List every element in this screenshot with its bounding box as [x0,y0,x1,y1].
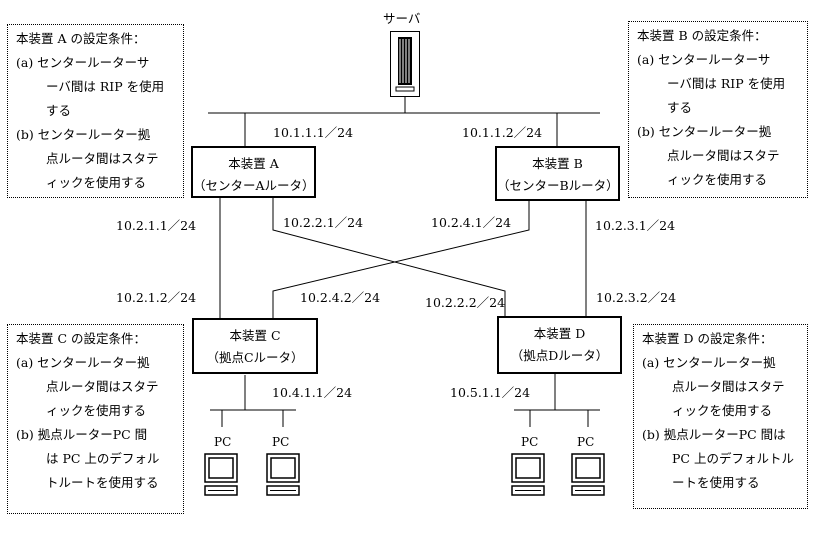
pc-label: PC [521,435,539,449]
server-label: サーバ [383,11,421,26]
addr-a-top: 10.1.1.1／24 [273,125,354,140]
condition-line: (a) センタールーター拠 [642,355,776,370]
conditions-d: 本装置 D の設定条件： (a) センタールーター拠 点ルータ間はスタテ ィック… [633,324,808,509]
addr-c-up-left: 10.2.1.2／24 [116,290,197,305]
condition-line: PC 上のデフォルトル [672,451,794,466]
addr-b-down-cross: 10.2.4.1／24 [431,215,512,230]
condition-line: トルートを使用する [46,475,159,490]
pc-label: PC [577,435,595,449]
link-b-c [272,201,530,318]
condition-line: (b) 拠点ルーターPC 間 [16,427,148,442]
device-a-role: （センターAルータ） [193,178,315,193]
addr-d-up-cross: 10.2.2.2／24 [425,295,506,310]
condition-line: (b) センタールーター拠 [637,124,772,139]
condition-line: (b) 拠点ルーターPC 間は [642,427,786,442]
condition-line: は PC 上のデフォル [46,451,160,466]
device-b-role: （センターBルータ） [497,178,619,193]
addr-a-down-cross: 10.2.2.1／24 [283,215,364,230]
pc-label: PC [214,435,232,449]
condition-line: ーバ間は RIP を使用 [46,79,165,94]
condition-line: 点ルータ間はスタテ [46,379,159,394]
condition-line: (a) センタールーター拠 [16,355,150,370]
condition-line: (b) センタールーター拠 [16,127,151,142]
addr-d-up-right: 10.2.3.2／24 [596,290,677,305]
condition-line: ーバ間は RIP を使用 [667,76,786,91]
pc-icon [511,453,545,496]
server-icon [390,31,420,97]
conditions-b: 本装置 B の設定条件： (a) センタールーターサ ーバ間は RIP を使用 … [628,21,808,198]
conditions-a: 本装置 A の設定条件： (a) センタールーターサ ーバ間は RIP を使用 … [7,24,184,198]
conditions-c: 本装置 C の設定条件： (a) センタールーター拠 点ルータ間はスタテ ィック… [7,324,184,514]
device-a: 本装置 A （センターAルータ） [191,146,316,198]
conditions-title: 本装置 C の設定条件： [16,331,147,346]
addr-d-lan: 10.5.1.1／24 [450,385,531,400]
addr-b-top: 10.1.1.2／24 [462,125,543,140]
condition-line: (a) センタールーターサ [16,55,150,70]
addr-c-up-cross: 10.2.4.2／24 [300,290,381,305]
device-d-name: 本装置 D [533,326,586,341]
device-a-name: 本装置 A [228,156,279,171]
link-a-d [272,198,506,316]
device-c-name: 本装置 C [229,328,281,343]
device-b-name: 本装置 B [532,156,583,171]
addr-a-down-left: 10.2.1.1／24 [116,218,197,233]
condition-line: (a) センタールーターサ [637,52,771,67]
condition-line: 点ルータ間はスタテ [46,151,159,166]
device-b: 本装置 B （センターBルータ） [495,146,620,201]
device-d-role: （拠点Dルータ） [510,348,609,363]
pc-icon [204,453,238,496]
condition-line: ートを使用する [672,475,760,490]
condition-line: する [667,100,693,115]
conditions-title: 本装置 D の設定条件： [642,331,773,346]
pc-label: PC [272,435,290,449]
condition-line: ィックを使用する [46,403,147,418]
pc-icon [571,453,605,496]
condition-line: ィックを使用する [46,175,147,190]
addr-b-down-right: 10.2.3.1／24 [595,218,676,233]
condition-line: する [46,103,72,118]
conditions-title: 本装置 A の設定条件： [16,31,146,46]
pc-icon [266,453,300,496]
condition-line: 点ルータ間はスタテ [672,379,785,394]
condition-line: 点ルータ間はスタテ [667,148,780,163]
device-c-role: （拠点Cルータ） [206,350,304,365]
addr-c-lan: 10.4.1.1／24 [272,385,353,400]
condition-line: ィックを使用する [667,172,768,187]
condition-line: ィックを使用する [672,403,773,418]
conditions-title: 本装置 B の設定条件： [637,28,767,43]
device-d: 本装置 D （拠点Dルータ） [497,316,622,374]
device-c: 本装置 C （拠点Cルータ） [192,318,318,374]
